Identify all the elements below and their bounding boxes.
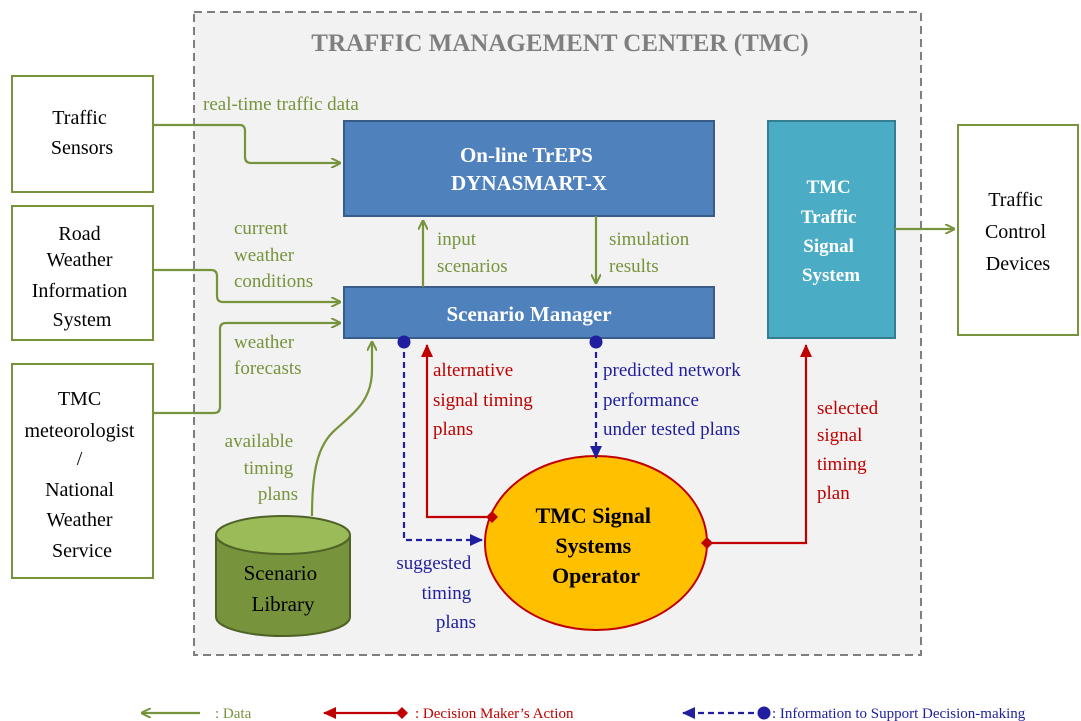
legend: : Data : Decision Maker’s Action : Infor… bbox=[142, 706, 1026, 721]
treps-box bbox=[343, 120, 715, 217]
selected-plan-label: selected signal timing plan bbox=[817, 398, 883, 504]
realtime-data-label: real-time traffic data bbox=[203, 94, 359, 115]
operator-label: TMC Signal Systems Operator bbox=[535, 503, 656, 588]
simulation-results-label: simulation results bbox=[609, 229, 694, 277]
suggested-plans-label: suggested timing plans bbox=[396, 553, 476, 633]
scenario-library-cylinder bbox=[215, 515, 351, 637]
legend-info-label: : Information to Support Decision-making bbox=[772, 706, 1026, 721]
traffic-sensors-label: Traffic Sensors bbox=[51, 107, 113, 159]
traffic-sensors-box bbox=[11, 75, 154, 193]
tmc-signal-system-label: TMC Traffic Signal System bbox=[801, 177, 861, 286]
meteorologist-label: TMC meteorologist / National Weather Ser… bbox=[25, 388, 140, 562]
tmc-title: TRAFFIC MANAGEMENT CENTER (TMC) bbox=[311, 30, 808, 57]
arrow-current-weather bbox=[153, 268, 340, 302]
current-weather-label: current weather conditions bbox=[234, 218, 313, 292]
legend-decision-label: : Decision Maker’s Action bbox=[415, 706, 574, 721]
treps-label: On-line TrEPS DYNASMART-X bbox=[451, 143, 607, 195]
traffic-control-devices-label: Traffic Control Devices bbox=[985, 189, 1051, 275]
traffic-control-devices-box bbox=[957, 124, 1079, 336]
arrow-suggested-plans bbox=[397, 335, 483, 546]
legend-data-label: : Data bbox=[215, 706, 252, 721]
arrow-realtime-data bbox=[153, 123, 340, 163]
meteorologist-box bbox=[11, 363, 154, 579]
arrow-available-plans bbox=[310, 342, 372, 517]
arrow-weather-forecasts bbox=[153, 323, 340, 415]
available-plans-label: available timing plans bbox=[225, 431, 298, 505]
predicted-performance-label: predicted network performance under test… bbox=[603, 360, 745, 440]
rwis-box bbox=[11, 205, 154, 341]
scenario-manager-box bbox=[343, 286, 715, 339]
arrow-selected-plan bbox=[701, 344, 812, 549]
input-scenarios-label: input scenarios bbox=[437, 229, 508, 277]
scenario-manager-label: Scenario Manager bbox=[446, 302, 611, 326]
tmc-signal-system-box bbox=[767, 120, 896, 339]
rwis-label: Road Weather Information System bbox=[32, 223, 133, 331]
scenario-library-label: Scenario Library bbox=[244, 561, 323, 616]
weather-forecasts-label: weather forecasts bbox=[234, 332, 302, 379]
